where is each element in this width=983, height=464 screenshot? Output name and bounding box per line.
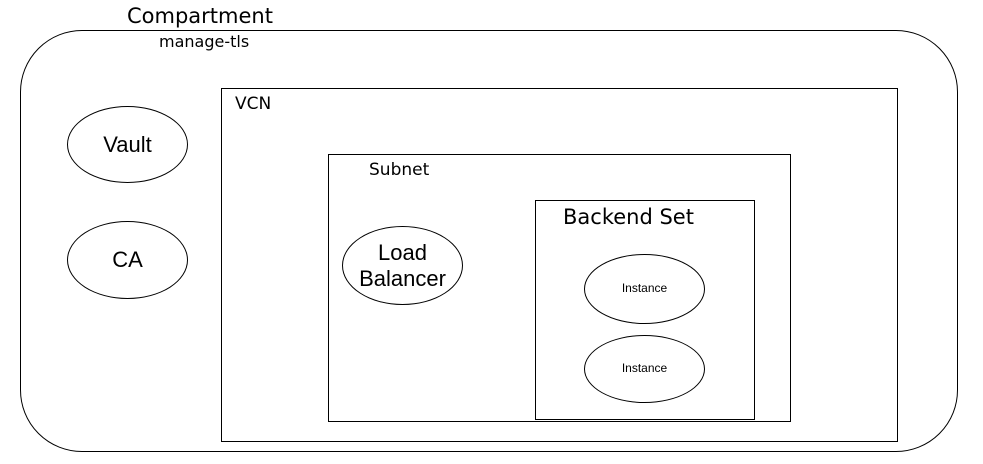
vcn-label: VCN [235,94,272,114]
subnet-container [328,154,791,422]
backend-set-container [535,200,755,420]
load-balancer-label: Load Balancer [359,240,446,291]
vault-label: Vault [103,131,152,157]
compartment-container [20,30,958,452]
backend-set-label: Backend Set [563,205,694,229]
instance-label: Instance [621,281,668,296]
ca-label: CA [112,247,143,273]
instance-label: Instance [621,361,668,376]
instance-node: Instance [584,254,705,324]
ca-node: CA [67,221,188,299]
subnet-label: Subnet [369,160,430,180]
instance-node: Instance [584,335,705,403]
load-balancer-node: Load Balancer [342,226,463,305]
vcn-container [221,88,898,442]
compartment-title: Compartment [127,4,273,28]
compartment-subtitle: manage-tls [159,32,250,51]
load-balancer-label-line2: Balancer [359,265,446,291]
vault-node: Vault [67,106,188,183]
load-balancer-label-line1: Load [378,240,427,266]
